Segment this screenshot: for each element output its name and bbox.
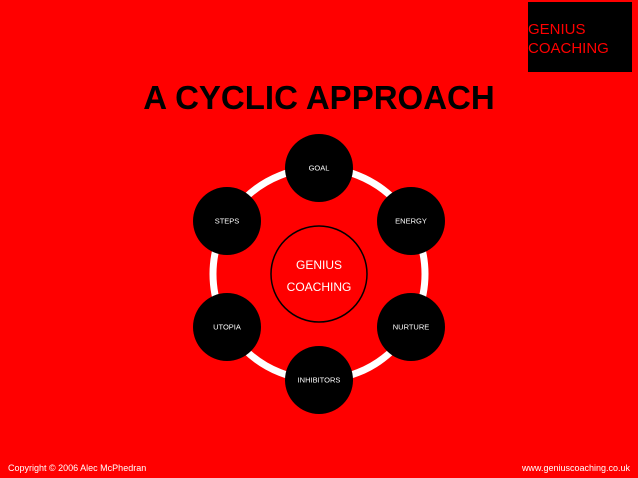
node-utopia-label: UTOPIA bbox=[213, 323, 241, 332]
node-utopia: UTOPIA bbox=[193, 293, 261, 361]
node-utopia-circle bbox=[193, 293, 261, 361]
website-link[interactable]: www.geniuscoaching.co.uk bbox=[521, 463, 630, 473]
node-nurture: NURTURE bbox=[377, 293, 445, 361]
node-inhibitors-label: INHIBITORS bbox=[298, 376, 341, 385]
node-steps: STEPS bbox=[193, 187, 261, 255]
center-circle bbox=[270, 225, 368, 323]
node-goal: GOAL bbox=[285, 134, 353, 202]
node-inhibitors-circle bbox=[285, 346, 353, 414]
copyright-text: Copyright © 2006 Alec McPhedran bbox=[8, 463, 147, 473]
node-nurture-label: NURTURE bbox=[393, 323, 430, 332]
slide-title: A CYCLIC APPROACH bbox=[0, 78, 638, 118]
logo-text-line-1: GENIUS bbox=[528, 21, 586, 38]
node-goal-circle bbox=[285, 134, 353, 202]
node-inhibitors: INHIBITORS bbox=[285, 346, 353, 414]
node-steps-label: STEPS bbox=[215, 217, 240, 226]
center-label-line-1: GENIUS bbox=[296, 258, 342, 272]
node-steps-circle bbox=[193, 187, 261, 255]
node-energy: ENERGY bbox=[377, 187, 445, 255]
brand-logo: GENIUS COACHING bbox=[528, 2, 632, 72]
node-energy-circle bbox=[377, 187, 445, 255]
node-energy-label: ENERGY bbox=[395, 217, 427, 226]
center-label-line-2: COACHING bbox=[287, 280, 352, 294]
logo-text-line-2: COACHING bbox=[528, 40, 609, 57]
slide-title-text: A CYCLIC APPROACH bbox=[143, 79, 495, 116]
node-nurture-circle bbox=[377, 293, 445, 361]
node-goal-label: GOAL bbox=[309, 164, 330, 173]
